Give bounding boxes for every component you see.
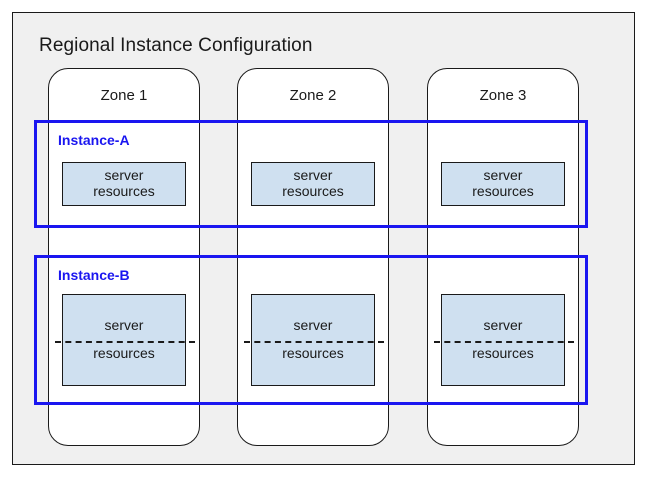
- dashed-divider-icon: [55, 341, 195, 343]
- resource-label-line1: server: [293, 167, 333, 184]
- resource-label-line2: resources: [93, 183, 155, 199]
- resource-box-instance-b-zone-2[interactable]: server resources: [244, 294, 384, 386]
- zone-title-2: Zone 2: [289, 87, 337, 104]
- resource-box-instance-a-zone-2[interactable]: server resources: [251, 162, 375, 206]
- resource-label-line2: resources: [472, 183, 534, 199]
- zone-card-3[interactable]: Zone 3: [427, 68, 579, 446]
- resource-label-line2: resources: [93, 345, 155, 361]
- page-title: Regional Instance Configuration: [39, 35, 313, 56]
- zone-title-3: Zone 3: [479, 87, 527, 104]
- resource-box-instance-b-zone-1[interactable]: server resources: [55, 294, 195, 386]
- resource-label-line1: server: [483, 167, 523, 184]
- dashed-divider-icon: [244, 341, 384, 343]
- zone-card-1[interactable]: Zone 1: [48, 68, 200, 446]
- dashed-divider-icon: [434, 341, 574, 343]
- resource-label-line1: server: [483, 317, 523, 334]
- zone-title-1: Zone 1: [100, 87, 148, 104]
- resource-label-line1: server: [104, 317, 144, 334]
- resource-box-instance-a-zone-3[interactable]: server resources: [441, 162, 565, 206]
- resource-label-line2: resources: [282, 183, 344, 199]
- resource-label-line1: server: [104, 167, 144, 184]
- resource-label-line1: server: [293, 317, 333, 334]
- resource-box-instance-a-zone-1[interactable]: server resources: [62, 162, 186, 206]
- zone-card-2[interactable]: Zone 2: [237, 68, 389, 446]
- resource-box-instance-b-zone-3[interactable]: server resources: [434, 294, 574, 386]
- resource-label-line2: resources: [472, 345, 534, 361]
- resource-label-line2: resources: [282, 345, 344, 361]
